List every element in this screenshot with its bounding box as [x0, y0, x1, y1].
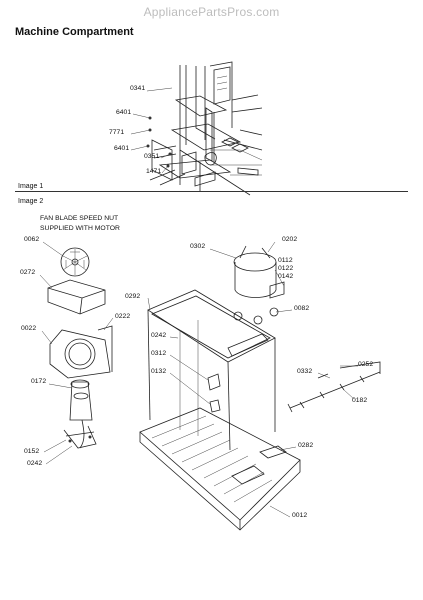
part-callout: 0282 — [298, 442, 314, 449]
part-callout: 0132 — [151, 368, 167, 375]
fan-note-line-1: FAN BLADE SPEED NUT — [40, 215, 119, 222]
part-callout: 0252 — [358, 361, 374, 368]
part-callout: 0351 — [144, 153, 160, 160]
section-divider — [15, 191, 408, 192]
part-callout: 6401 — [114, 145, 130, 152]
part-callout: 1471 — [146, 168, 162, 175]
part-callout: 0152 — [24, 448, 40, 455]
part-callout: 0332 — [297, 368, 313, 375]
part-callout: 0302 — [190, 243, 206, 250]
fan-note: FAN BLADE SPEED NUT SUPPLIED WITH MOTOR — [40, 214, 120, 234]
part-callout: 0202 — [282, 236, 298, 243]
page-title: Machine Compartment — [15, 26, 134, 38]
part-callout: 0242 — [151, 332, 167, 339]
part-callout: 0312 — [151, 350, 167, 357]
part-callout: 0022 — [21, 325, 37, 332]
part-callout: 0122 — [278, 265, 294, 272]
part-callout: 0292 — [125, 293, 141, 300]
image2-drawing — [39, 241, 381, 531]
part-callout: 0082 — [294, 305, 310, 312]
watermark: AppliancePartsPros.com — [143, 5, 280, 19]
part-callout: 7771 — [109, 129, 125, 136]
part-callout: 0062 — [24, 236, 40, 243]
part-callout: 6401 — [116, 109, 132, 116]
part-callout: 0222 — [115, 313, 131, 320]
part-callout: 0182 — [352, 397, 368, 404]
image1-drawing — [130, 61, 263, 196]
part-callout: 0142 — [278, 273, 294, 280]
part-callout: 0012 — [292, 512, 308, 519]
part-callout: 0341 — [130, 85, 146, 92]
part-callout: 0242 — [27, 460, 43, 467]
fan-note-line-2: SUPPLIED WITH MOTOR — [40, 225, 120, 232]
part-callout: 0272 — [20, 269, 36, 276]
part-callout: 0172 — [31, 378, 47, 385]
image1-label: Image 1 — [18, 183, 44, 190]
image2-label: Image 2 — [18, 198, 44, 205]
part-callout: 0112 — [278, 257, 293, 264]
